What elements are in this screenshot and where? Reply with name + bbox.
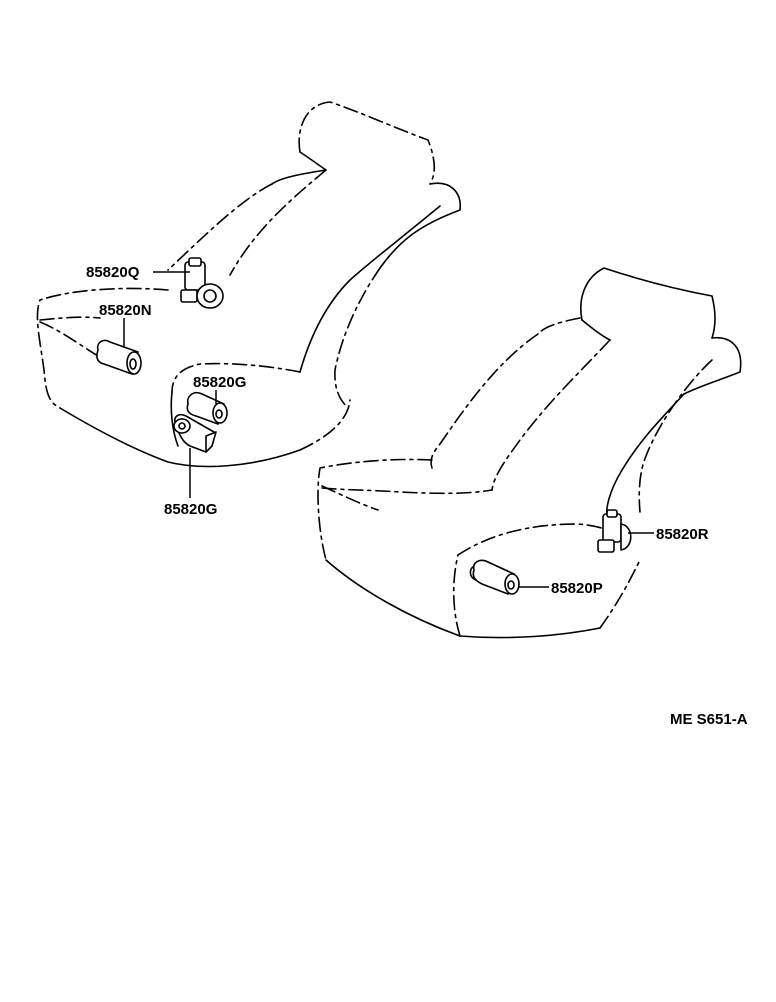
label-85820n: 85820N (99, 302, 152, 319)
switch-85820r-icon (597, 509, 632, 553)
switch-85820g-lower-icon (173, 413, 217, 453)
switch-85820p-icon (469, 559, 520, 595)
label-85820g-upper: 85820G (193, 374, 246, 391)
label-85820q: 85820Q (86, 264, 140, 281)
right-seat-outline (317, 267, 742, 639)
leader-lines (123, 271, 654, 588)
label-85820g-lower: 85820G (164, 501, 217, 518)
switch-85820g-upper-icon (186, 391, 228, 425)
left-seat-outline (36, 101, 461, 468)
switch-85820q-icon (180, 257, 224, 309)
label-85820r: 85820R (656, 526, 709, 543)
diagram-reference-code: ME S651-A (670, 711, 748, 728)
switch-85820n-icon (96, 339, 142, 375)
label-85820p: 85820P (551, 580, 603, 597)
